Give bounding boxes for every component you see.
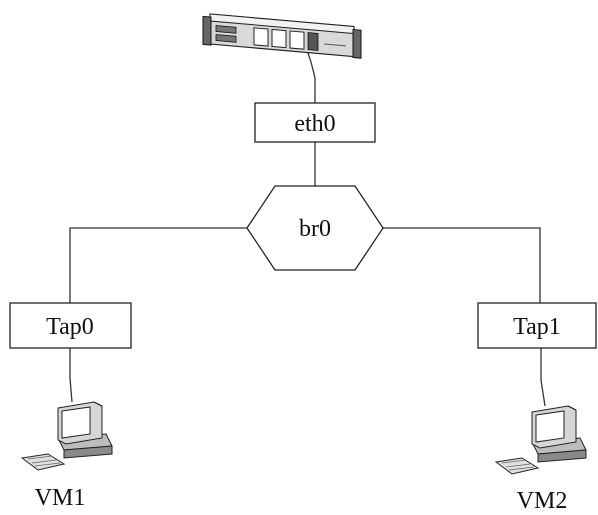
tap1-label: Tap1	[513, 314, 561, 340]
tap1-node: Tap1	[477, 302, 597, 349]
connections	[69, 49, 546, 407]
vm1-computer-icon	[20, 401, 113, 471]
tap0-node: Tap0	[9, 302, 132, 349]
tap0-label: Tap0	[46, 314, 94, 340]
edge-tap0-vm1	[69, 348, 73, 403]
eth0-node: eth0	[254, 102, 376, 143]
br0-label: br0	[299, 216, 331, 242]
edge-br0-tap0	[69, 227, 247, 303]
rack-server-icon	[202, 13, 362, 59]
edge-br0-tap1	[383, 227, 541, 303]
vm2-computer-icon	[494, 405, 587, 475]
br0-node: br0	[246, 185, 384, 271]
eth0-label: eth0	[294, 111, 335, 137]
edge-server-eth0	[306, 49, 316, 103]
vm1-label: VM1	[35, 485, 86, 511]
vm2-label: VM2	[517, 488, 568, 514]
edge-tap1-vm2	[540, 348, 546, 407]
